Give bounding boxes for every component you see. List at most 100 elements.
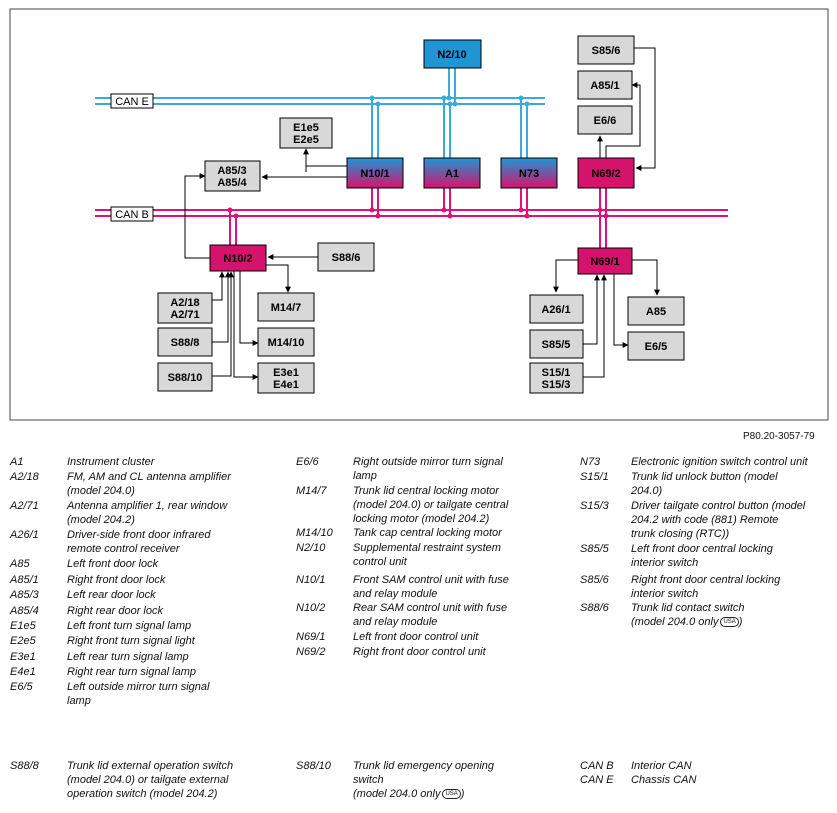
box-s85-6: S85/6 <box>577 35 635 65</box>
svg-text:N69/2: N69/2 <box>591 168 620 180</box>
svg-text:S85/6: S85/6 <box>592 45 621 57</box>
box-a85-1: A85/1 <box>577 70 633 100</box>
box-s88-8: S88/8 <box>157 327 213 357</box>
svg-text:N69/1: N69/1 <box>590 256 619 268</box>
svg-text:S88/10: S88/10 <box>168 372 203 384</box>
can-e-drops <box>371 68 528 158</box>
legend-code: E4e1 <box>10 666 36 678</box>
legend-code: E1e5 <box>10 620 36 632</box>
can-b-junctions <box>227 207 609 219</box>
legend-code: N10/1 <box>296 574 326 586</box>
legend-description: Interior CAN <box>631 760 692 772</box>
legend-item: E4e1 Right rear turn signal lamp <box>10 665 282 705</box>
legend-description: Trunk lid unlock button (model 204.0) <box>631 471 778 497</box>
legend-description: Supplemental restraint system control un… <box>353 542 501 568</box>
legend-code: N2/10 <box>296 542 326 554</box>
svg-text:A26/1: A26/1 <box>541 304 570 316</box>
legend-item: S15/1 Trunk lid unlock button (model 204.… <box>580 470 831 510</box>
svg-text:E6/5: E6/5 <box>645 341 668 353</box>
legend-description: Left rear turn signal lamp <box>67 651 189 663</box>
legend-code: A85/1 <box>10 574 39 586</box>
legend-item: N69/1 Left front door control unit <box>296 630 563 670</box>
box-a85: A85 <box>627 296 685 326</box>
svg-text:N2/10: N2/10 <box>437 49 466 61</box>
legend-item: S88/10 Trunk lid emergency opening switch… <box>296 759 563 800</box>
legend-description: Driver-side front door infrared remote c… <box>67 529 211 555</box>
legend-item: CAN E Chassis CAN <box>580 773 831 813</box>
can-e-bus <box>95 97 545 105</box>
box-a1: A1 <box>423 157 481 189</box>
box-n73: N73 <box>500 157 558 189</box>
svg-text:S85/5: S85/5 <box>542 339 571 351</box>
legend-code: CAN B <box>580 760 614 772</box>
box-m14-7: M14/7 <box>257 292 315 322</box>
legend-description: Trunk lid contact switch (model 204.0 on… <box>631 602 745 628</box>
svg-text:N73: N73 <box>519 168 539 180</box>
legend-code: S88/6 <box>580 602 609 614</box>
legend-code: M14/7 <box>296 485 327 497</box>
legend-description: Left front door central locking interior… <box>631 543 773 569</box>
legend-description: Right front door central locking interio… <box>631 574 781 600</box>
legend-description: Rear SAM control unit with fuse and rela… <box>353 602 508 628</box>
legend-code: N69/1 <box>296 631 326 643</box>
legend-description: Left outside mirror turn signal lamp <box>67 681 210 707</box>
legend-description: Driver tailgate control button (model 20… <box>631 500 806 540</box>
box-n69-2: N69/2 <box>577 157 635 189</box>
box-e6-5: E6/5 <box>627 331 685 361</box>
legend-description: Right rear turn signal lamp <box>67 666 197 678</box>
svg-text:M14/10: M14/10 <box>268 337 305 349</box>
box-e6-6: E6/6 <box>577 105 633 135</box>
legend-code: M14/10 <box>296 527 333 539</box>
box-s85-5: S85/5 <box>529 329 584 359</box>
legend-code: E2e5 <box>10 635 36 647</box>
svg-text:M14/7: M14/7 <box>271 302 302 314</box>
usa-badge-icon: USA <box>442 789 461 800</box>
legend-description: Trunk lid external operation switch (mod… <box>67 760 234 800</box>
legend-description: Trunk lid central locking motor (model 2… <box>353 485 509 525</box>
legend-item: E1e5 Left front turn signal lamp <box>10 619 282 659</box>
can-e-junctions <box>369 95 530 107</box>
signal-wires <box>184 47 660 380</box>
legend-code: A85/4 <box>10 605 39 617</box>
legend-code: A85 <box>10 558 30 570</box>
legend-description: Right front turn signal light <box>67 635 195 647</box>
svg-text:S88/8: S88/8 <box>171 337 200 349</box>
svg-text:CAN B: CAN B <box>115 209 149 221</box>
legend-code: S88/10 <box>296 760 331 772</box>
svg-text:N10/1: N10/1 <box>360 168 389 180</box>
legend-description: Right outside mirror turn signal lamp <box>353 456 503 482</box>
svg-text:CAN E: CAN E <box>115 96 149 108</box>
legend-description: Right front door control unit <box>353 646 486 658</box>
legend-code: A85/3 <box>10 589 39 601</box>
legend-code: N73 <box>580 456 601 468</box>
legend-item: M14/7 Trunk lid central locking motor (mo… <box>296 484 563 525</box>
legend-item: E2e5 Right front turn signal light <box>10 634 282 674</box>
legend-code: CAN E <box>580 774 614 786</box>
can-b-bus <box>95 209 728 217</box>
legend-description: Chassis CAN <box>631 774 697 786</box>
legend-description: Left front door control unit <box>353 631 479 643</box>
box-n69-1: N69/1 <box>577 247 633 275</box>
svg-text:A85: A85 <box>646 306 666 318</box>
figure-reference: P80.20-3057-79 <box>743 431 815 442</box>
legend-code: S15/1 <box>580 471 609 483</box>
legend-description: Trunk lid emergency opening switch (mode… <box>353 760 495 800</box>
legend-item: E6/5 Left outside mirror turn signal lamp <box>10 680 282 720</box>
legend-code: E6/5 <box>10 681 33 693</box>
legend-description: Left front turn signal lamp <box>67 620 192 632</box>
legend-code: S88/8 <box>10 760 39 772</box>
